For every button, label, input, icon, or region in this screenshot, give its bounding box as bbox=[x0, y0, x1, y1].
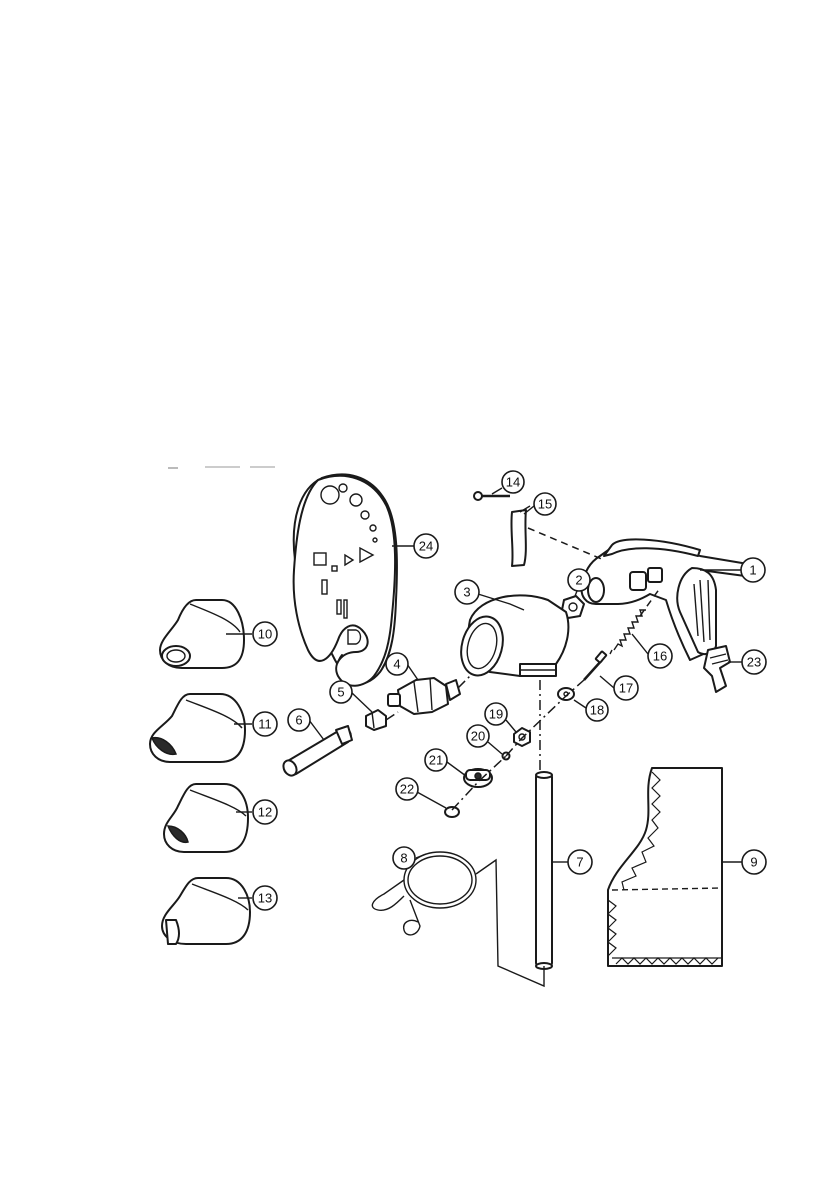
callout-4-label: 4 bbox=[393, 657, 400, 672]
elbow-body-part bbox=[455, 595, 568, 680]
nozzle-13-part bbox=[162, 878, 250, 944]
callout-13-label: 13 bbox=[258, 891, 272, 906]
callout-19-label: 19 bbox=[489, 707, 503, 722]
callout-18-label: 18 bbox=[590, 703, 604, 718]
tube-part bbox=[281, 726, 352, 778]
callout-9-label: 9 bbox=[750, 855, 757, 870]
callout-1-label: 1 bbox=[749, 563, 756, 578]
callout-17-label: 17 bbox=[619, 681, 633, 696]
callout-16: 16 bbox=[632, 634, 672, 668]
valve-seat-part bbox=[558, 688, 574, 700]
wire-hook-part bbox=[372, 852, 544, 986]
callout-16-label: 16 bbox=[653, 649, 667, 664]
pickup-tube-part bbox=[536, 772, 552, 969]
callout-23-label: 23 bbox=[747, 655, 761, 670]
coupling-part bbox=[388, 678, 460, 714]
callout-4: 4 bbox=[386, 653, 418, 680]
callout-2-label: 2 bbox=[575, 573, 582, 588]
callout-23: 23 bbox=[728, 650, 766, 674]
trigger-part bbox=[511, 506, 530, 566]
callout-24-label: 24 bbox=[419, 539, 433, 554]
callout-7-label: 7 bbox=[576, 855, 583, 870]
callout-22: 22 bbox=[396, 778, 446, 808]
callout-10-label: 10 bbox=[258, 627, 272, 642]
gun-body-part bbox=[582, 539, 760, 660]
callout-3-label: 3 bbox=[463, 585, 470, 600]
nozzle-12-part bbox=[164, 784, 248, 852]
nozzle-11-part bbox=[150, 694, 245, 762]
spring-part bbox=[610, 610, 646, 654]
valve-stem-part bbox=[584, 651, 607, 680]
callout-15: 15 bbox=[524, 493, 556, 515]
callout-21: 21 bbox=[425, 749, 466, 776]
callout-21-label: 21 bbox=[429, 753, 443, 768]
callout-12-label: 12 bbox=[258, 805, 272, 820]
seal-22-part bbox=[445, 807, 459, 817]
callout-22-label: 22 bbox=[400, 782, 414, 797]
callout-5-label: 5 bbox=[337, 685, 344, 700]
callout-18: 18 bbox=[574, 699, 608, 721]
scan-marks bbox=[168, 467, 275, 468]
callout-8: 8 bbox=[393, 847, 426, 869]
callout-11-label: 11 bbox=[258, 717, 272, 732]
callout-15-label: 15 bbox=[538, 497, 552, 512]
callout-14-label: 14 bbox=[506, 475, 520, 490]
callout-8-label: 8 bbox=[400, 851, 407, 866]
fitting-part bbox=[366, 710, 386, 730]
callout-24: 24 bbox=[392, 534, 438, 558]
callout-14: 14 bbox=[492, 471, 524, 494]
air-connector-part bbox=[704, 646, 730, 692]
callout-17: 17 bbox=[600, 676, 638, 700]
callout-6: 6 bbox=[288, 709, 324, 740]
callout-9: 9 bbox=[722, 850, 766, 874]
callout-19: 19 bbox=[485, 703, 516, 732]
callout-20: 20 bbox=[467, 725, 502, 754]
callout-6-label: 6 bbox=[295, 713, 302, 728]
callout-20-label: 20 bbox=[471, 729, 485, 744]
template-plate-part bbox=[294, 474, 397, 685]
nozzle-cap-21-part bbox=[464, 769, 492, 787]
callout-7: 7 bbox=[552, 850, 592, 874]
sleeve-bag-part bbox=[608, 768, 722, 966]
